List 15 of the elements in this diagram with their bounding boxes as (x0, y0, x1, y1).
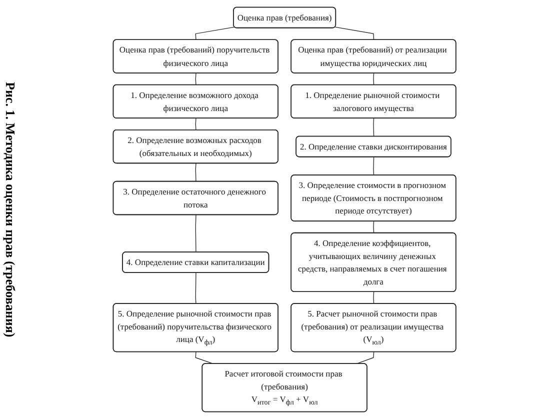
connector (373, 118, 374, 137)
figure-caption: Рис. 1. Методика оценки прав (требования) (2, 82, 18, 338)
connector (195, 163, 196, 182)
connector (195, 214, 196, 253)
connector (356, 352, 374, 364)
connector (195, 272, 196, 304)
flowchart: Оценка прав (требования) Оценка прав (требований) поручительств физического лица Оценка прав (требований) от реализации имущества юридических лиц 1. Определение возможного дохода физического лица 2. Определение возможных расходов (обязательных и необходимых) 3. Определение остаточного денежного потока 4. Определение ставки капитализации 5. Определение рыночной стоимости прав (требований) поручительства физического лица (V$_{фл}$) 1. Определение рыночной стоимости залогового имущества 2. Определение ставки дисконтирования 3. Определение стоимости в прогнозном периоде (Стоимость в постпрогнозном периоде отсутствует) 4. Определение коэффициентов, учитывающих величину денежных средств, направляемых в счет погашения долга 5. Расчет рыночной стоимости прав (требования) от реализации имущества (V$_{юл}$) Расчет итоговой стоимости прав (требования) V$_{итог}$ = V$_{фл}$ + V$_{юл}$ (108, 2, 462, 417)
connector (195, 72, 196, 86)
connector (334, 26, 374, 40)
connector (195, 26, 235, 40)
connector (195, 118, 196, 130)
connector (373, 292, 374, 304)
connector (373, 221, 374, 234)
connector (373, 156, 374, 176)
connector (373, 72, 374, 86)
